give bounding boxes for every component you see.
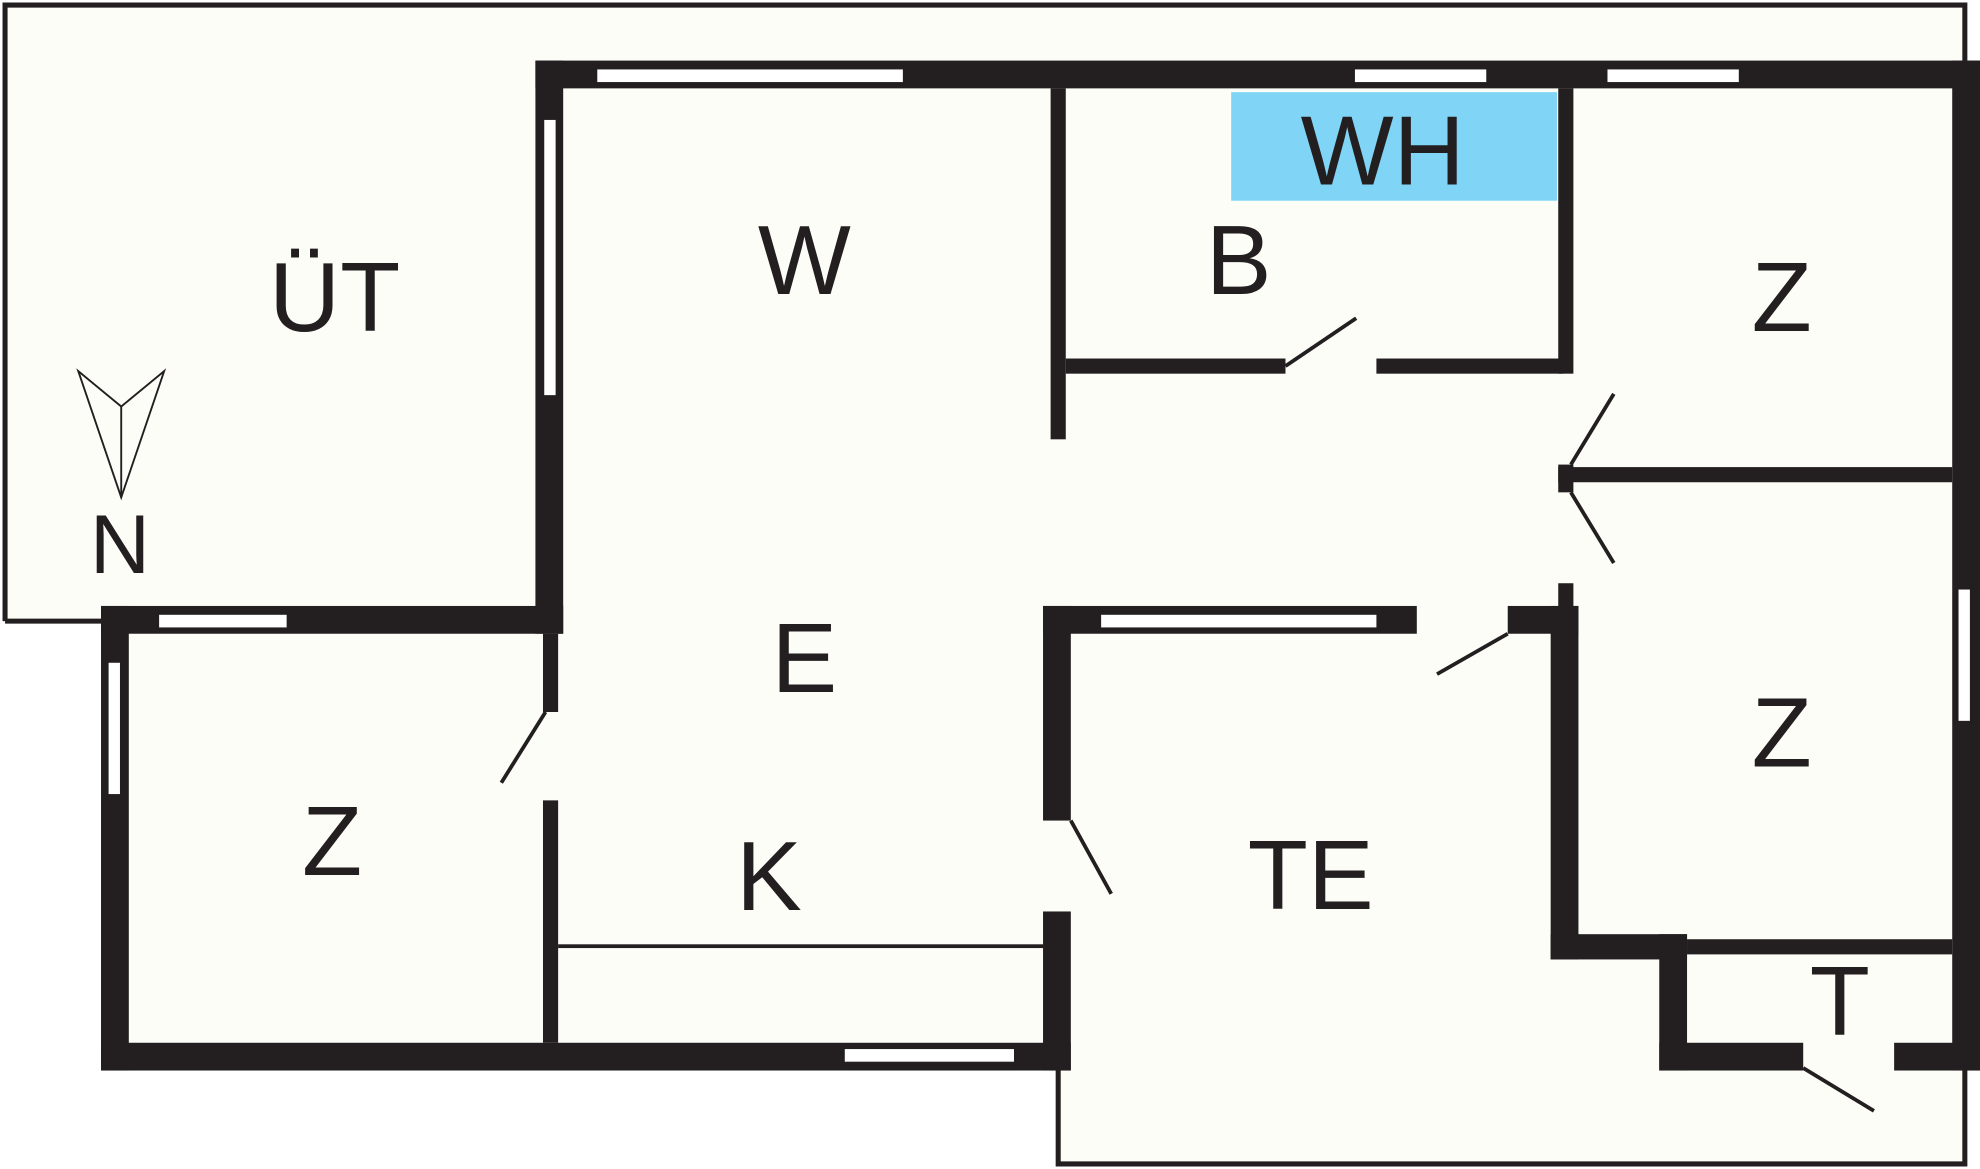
door-bath	[1284, 316, 1358, 368]
label-terrace-top: ÜT	[269, 242, 400, 352]
north-arrow-icon	[76, 368, 167, 501]
walls	[101, 60, 1980, 1071]
door-terrace-top	[1436, 632, 1509, 676]
label-bath: B	[1206, 205, 1272, 315]
windows	[106, 66, 1973, 1065]
compass-label: N	[90, 498, 150, 591]
room-labels: ÜT W B WH Z E Z Z K TE T	[269, 95, 1870, 1056]
door-room-w	[499, 711, 548, 784]
label-toilet: T	[1810, 946, 1870, 1056]
doors	[499, 316, 1875, 1113]
door-room-e	[1569, 491, 1616, 565]
label-room-w: Z	[302, 786, 362, 896]
label-room-e: Z	[1752, 677, 1812, 787]
label-terrace: TE	[1248, 820, 1374, 930]
door-room-ne	[1569, 392, 1616, 466]
label-water-heater: WH	[1301, 95, 1465, 205]
label-living: W	[758, 205, 851, 315]
door-terrace-left	[1069, 819, 1113, 895]
label-kitchen: K	[736, 821, 802, 931]
door-toilet	[1802, 1066, 1875, 1113]
label-room-ne: Z	[1752, 242, 1812, 352]
water-heater-area	[1231, 92, 1557, 201]
label-hall: E	[772, 603, 838, 713]
